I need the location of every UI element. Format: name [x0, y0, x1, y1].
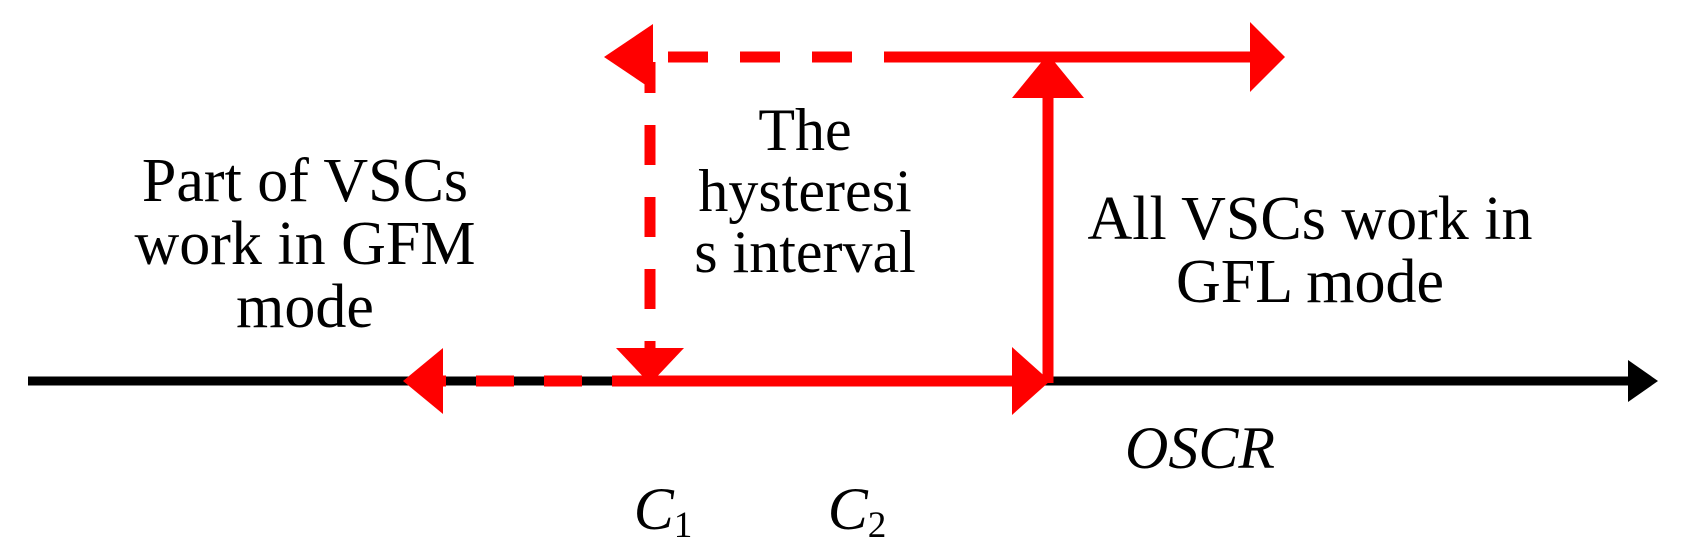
- label-left-region: Part of VSCs work in GFM mode: [134, 147, 476, 342]
- arrow-up-icon: [1012, 54, 1084, 98]
- arrow-right-top-icon: [1250, 22, 1285, 92]
- axis-arrowhead-icon: [1628, 360, 1658, 402]
- label-right-region: All VSCs work in GFL mode: [1087, 185, 1533, 317]
- arrow-down-icon: [616, 348, 684, 384]
- axis-tick-c2-base: C: [827, 476, 868, 543]
- hysteresis-forward-path: [650, 22, 1285, 415]
- arrow-left-icon: [403, 348, 443, 414]
- axis-tick-c1: C1: [588, 418, 738, 545]
- arrow-left-top-icon: [604, 24, 653, 90]
- label-middle-region: The hysteresi s interval: [694, 97, 916, 286]
- arrow-right-bottom-icon: [1012, 347, 1050, 415]
- axis-tick-c1-subscript: 1: [673, 505, 693, 546]
- axis-tick-c1-base: C: [633, 476, 674, 543]
- axis-name-label: OSCR: [1125, 415, 1275, 481]
- axis-tick-c2: C2: [782, 418, 932, 545]
- axis-tick-c2-subscript: 2: [867, 505, 887, 546]
- hysteresis-return-path: [403, 24, 905, 414]
